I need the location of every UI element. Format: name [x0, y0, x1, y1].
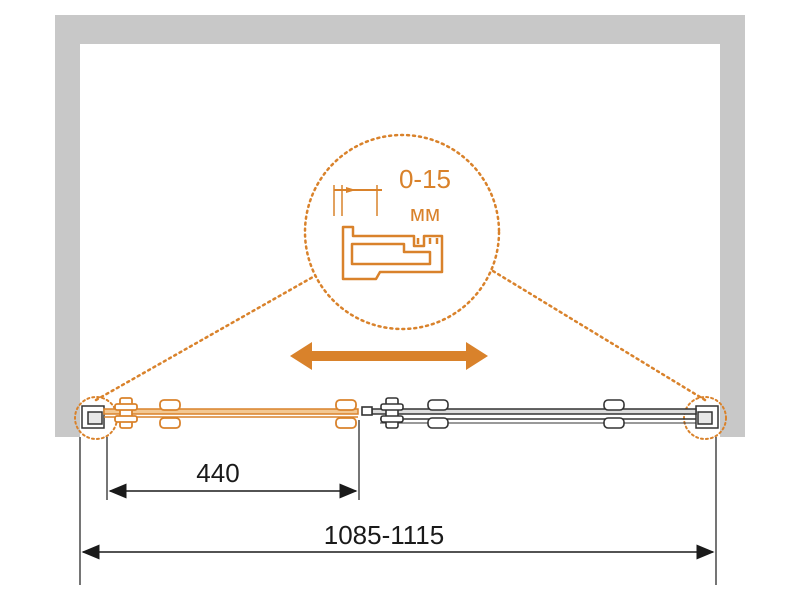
roller-icon: [159, 399, 357, 429]
double-arrow-icon: [290, 342, 488, 370]
opening-width-label: 1085-1115: [324, 520, 444, 550]
adjustment-range-label: 0-15: [399, 164, 451, 194]
sliding-door-panel: [103, 397, 359, 429]
callout-line-left: [94, 271, 322, 402]
right-wall-profile: [695, 405, 719, 429]
callout-line-right: [486, 266, 707, 402]
door-handle-icon: [114, 397, 138, 429]
fixed-panel: [361, 397, 697, 429]
left-wall-profile: [81, 405, 105, 429]
fixed-roller-icon: [427, 399, 625, 429]
wall-profile-detail-icon: [341, 225, 444, 281]
door-width-label: 440: [196, 458, 239, 488]
detail-callout: 0-15 мм: [303, 133, 501, 331]
fixed-handle-icon: [361, 397, 404, 429]
right-mount-circle: [683, 396, 727, 440]
adjustment-unit-label: мм: [410, 201, 440, 226]
detail-circle: [303, 133, 501, 331]
